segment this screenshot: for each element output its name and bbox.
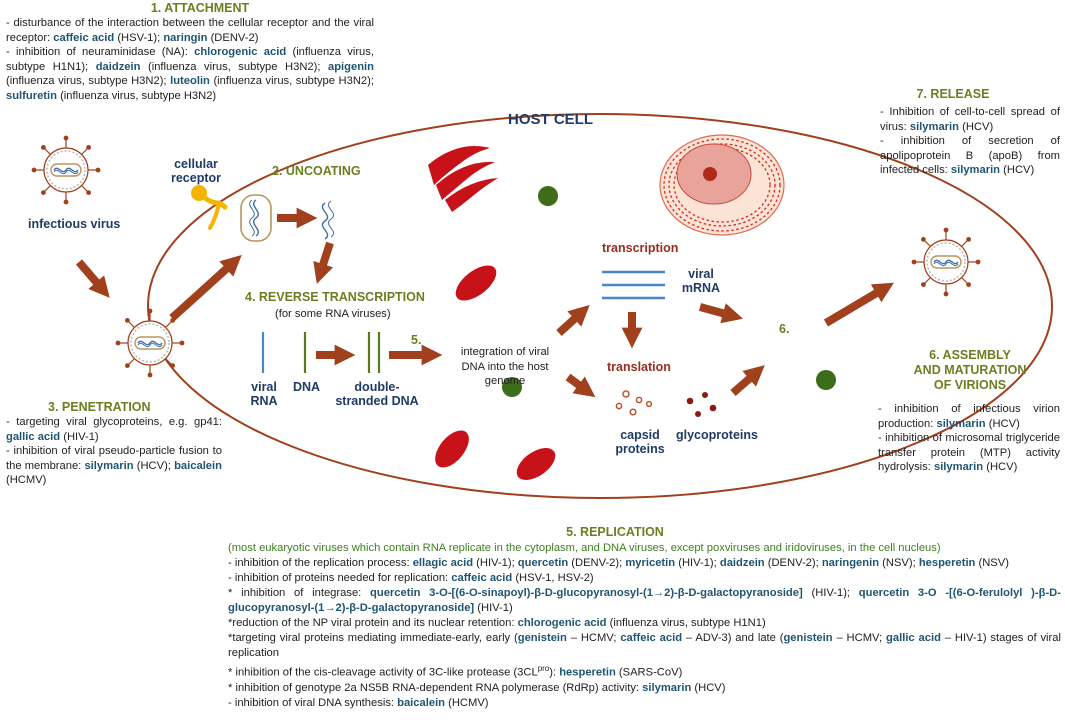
arrow-virus-to-penetration	[75, 259, 110, 298]
release-text: - Inhibition of cell-to-cell spread of v…	[880, 105, 1060, 178]
infectious-virus-label: infectious virus	[28, 217, 121, 231]
arrow-integration-to-translation	[565, 373, 596, 398]
mitochondrion-icon	[435, 430, 469, 468]
viral-mrna-label: viral mRNA	[681, 267, 721, 295]
cellular-receptor-label: cellular receptor	[170, 157, 222, 185]
capsid-proteins-icon	[615, 390, 653, 416]
reverse-transcription-title: 4. REVERSE TRANSCRIPTION	[245, 290, 425, 304]
glycoproteins-label: glycoproteins	[676, 428, 758, 442]
replication-title: 5. REPLICATION	[566, 525, 664, 539]
mrna-lines	[602, 270, 665, 300]
assembly-title-line-2: AND MATURATION	[913, 363, 1027, 377]
assembly-item-1: - inhibition of infectious virion produc…	[878, 403, 1060, 430]
mitochondrion-icon	[455, 265, 497, 301]
release-item-1: - Inhibition of cell-to-cell spread of v…	[880, 106, 1060, 133]
uncoating-title: 2. UNCOATING	[272, 164, 361, 178]
assembly-item-2: - inhibition of microsomal triglyceride …	[878, 432, 1060, 474]
transcription-label: transcription	[602, 241, 679, 255]
dna-label: DNA	[293, 380, 321, 394]
mitochondrion-icon	[516, 448, 556, 480]
nucleus-icon	[659, 134, 785, 236]
attachment-text: - disturbance of the interaction between…	[6, 16, 374, 104]
assembly-text: - inhibition of infectious virion produc…	[878, 402, 1060, 475]
assembly-title-line-3: OF VIRIONS	[933, 378, 1007, 392]
replication-item-8: - inhibition of viral DNA synthesis: bai…	[228, 696, 489, 709]
assembly-title: 6. ASSEMBLY AND MATURATION OF VIRIONS	[880, 348, 1060, 393]
arrow-penetration-to-uncoating	[169, 255, 242, 321]
arrow-glycoproteins-to-assembly	[730, 365, 765, 397]
arrow-assembly-to-release	[823, 282, 894, 327]
infectious-virus-icon	[30, 134, 102, 206]
penetration-text: - targeting viral glycoproteins, e.g. gp…	[6, 415, 222, 488]
replication-item-5: *targeting viral proteins mediating imme…	[228, 632, 1061, 659]
release-item-2: - inhibition of secretion of apolipoprot…	[880, 135, 1060, 177]
penetration-item-1: - targeting viral glycoproteins, e.g. gp…	[6, 416, 222, 443]
step-6-label: 6.	[779, 322, 790, 336]
arrow-integration-to-transcription	[556, 304, 590, 336]
replication-text: (most eukaryotic viruses which contain R…	[228, 541, 1061, 711]
arrow-mrna-to-assembly	[698, 303, 744, 324]
replication-item-2: - inhibition of proteins needed for repl…	[228, 572, 594, 584]
released-genome-icon	[321, 200, 335, 240]
host-cell-label: HOST CELL	[508, 111, 593, 128]
replication-item-7: * inhibition of genotype 2a NS5B RNA-dep…	[228, 681, 726, 694]
penetration-item-2: - inhibition of viral pseudo-particle fu…	[6, 445, 222, 487]
arrow-uncoating-to-rt	[313, 241, 334, 284]
glycoproteins-icon	[686, 392, 717, 417]
replication-item-6: * inhibition of the cis-cleavage activit…	[228, 664, 683, 679]
attachment-item-1: - disturbance of the interaction between…	[6, 17, 374, 44]
release-title: 7. RELEASE	[916, 87, 990, 101]
uncoating-capsid-icon	[240, 194, 272, 242]
translation-label: translation	[607, 360, 671, 374]
capsid-proteins-label: capsid proteins	[615, 428, 665, 456]
viral-rna-label: viral RNA	[250, 380, 278, 408]
attachment-item-2: - inhibition of neuraminidase (NA): chlo…	[6, 46, 374, 102]
step-5-label: 5.	[411, 333, 422, 347]
cellular-receptor-icon	[191, 185, 228, 230]
penetration-title: 3. PENETRATION	[48, 400, 151, 414]
replication-item-3: * inhibition of integrase: quercetin 3-O…	[228, 587, 1061, 614]
replication-subtitle: (most eukaryotic viruses which contain R…	[228, 542, 941, 554]
attachment-title: 1. ATTACHMENT	[150, 1, 250, 15]
integration-label: integration of viral DNA into the host g…	[460, 346, 550, 388]
vesicle-icons	[502, 186, 836, 397]
host-cell-membrane	[147, 113, 1053, 499]
replication-item-4: *reduction of the NP viral protein and i…	[228, 617, 766, 629]
assembly-title-line-1: 6. ASSEMBLY	[929, 348, 1011, 362]
ds-dna-label: double-stranded DNA	[335, 380, 419, 408]
reverse-transcription-note: (for some RNA viruses)	[275, 308, 391, 320]
released-virus-icon	[910, 226, 982, 298]
replication-item-1: - inhibition of the replication process:…	[228, 557, 1009, 569]
golgi-icon	[428, 146, 498, 212]
